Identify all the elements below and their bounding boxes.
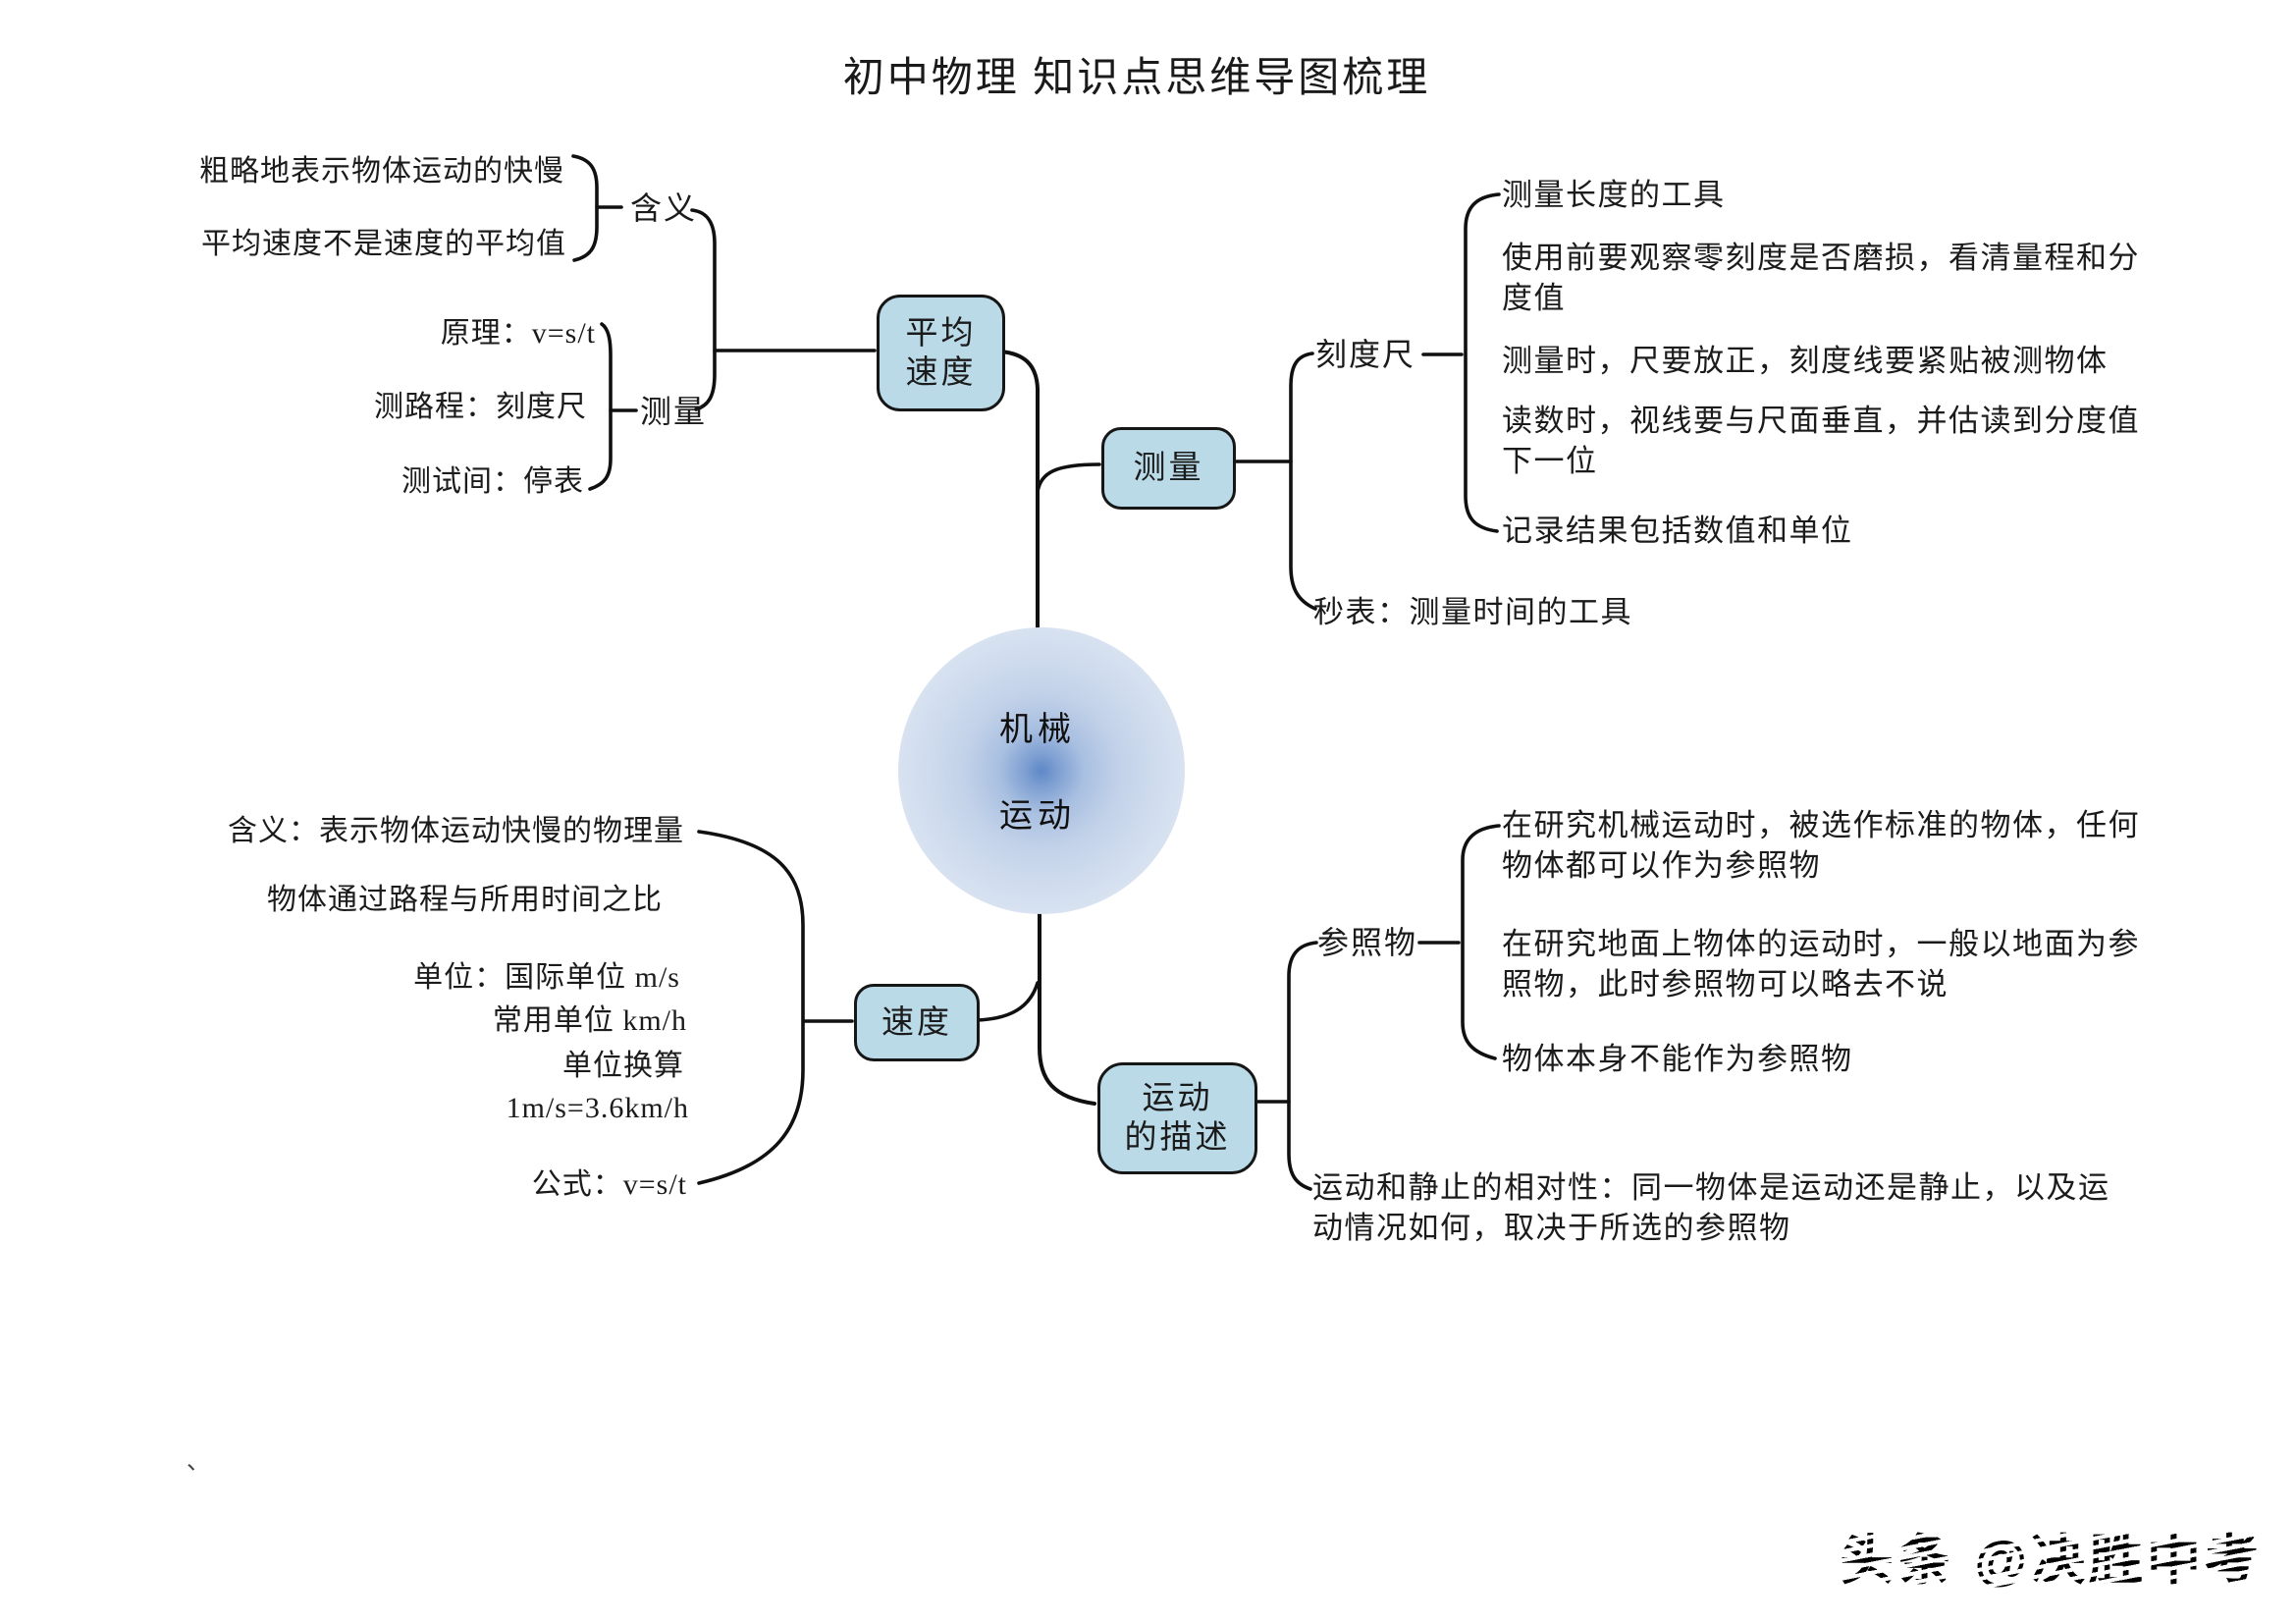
stray-punctuation-mark: 、 xyxy=(187,1449,210,1475)
node-average-speed-line1: 平均 xyxy=(905,315,977,352)
ruler-item-5: 记录结果包括数值和单位 xyxy=(1502,514,1853,548)
speed-item-formula: 公式：v=s/t xyxy=(531,1168,687,1201)
speed-item-conversion-value: 1m/s=3.6km/h xyxy=(506,1092,689,1124)
node-speed[interactable]: 速度 xyxy=(854,984,980,1061)
node-motion-line2: 的描述 xyxy=(1124,1120,1231,1156)
stopwatch-item: 秒表：测量时间的工具 xyxy=(1313,595,1632,629)
reference-object-label: 参照物 xyxy=(1317,925,1418,960)
center-topic-circle xyxy=(898,627,1185,914)
reference-item-1: 在研究机械运动时，被选作标准的物体，任何物体都可以作为参照物 xyxy=(1502,808,2140,883)
avg-speed-meaning-item-1: 粗略地表示物体运动的快慢 xyxy=(199,155,564,188)
ruler-label: 刻度尺 xyxy=(1315,337,1416,372)
ruler-item-1: 测量长度的工具 xyxy=(1502,178,1726,212)
speed-item-unit-si: 单位：国际单位 m/s xyxy=(413,961,680,994)
reference-item-2: 在研究地面上物体的运动时，一般以地面为参照物，此时参照物可以略去不说 xyxy=(1502,927,2140,1001)
node-measurement-label: 测量 xyxy=(1133,451,1204,486)
watermark-toutiao: 头条 @决胜中考 xyxy=(1834,1510,2269,1600)
avg-speed-measure-item-3: 测试间：停表 xyxy=(401,465,584,498)
speed-item-unit-common: 常用单位 km/h xyxy=(492,1004,687,1037)
speed-item-unit-conversion: 单位换算 xyxy=(562,1050,684,1082)
speed-item-meaning: 含义：表示物体运动快慢的物理量 xyxy=(228,815,684,847)
avg-speed-meaning-item-2: 平均速度不是速度的平均值 xyxy=(201,228,566,260)
reference-item-3: 物体本身不能作为参照物 xyxy=(1502,1042,1853,1076)
ruler-item-3: 测量时，尺要放正，刻度线要紧贴被测物体 xyxy=(1502,344,2109,378)
avg-speed-meaning-label: 含义 xyxy=(630,190,698,226)
page-title: 初中物理 知识点思维导图梳理 xyxy=(842,56,1431,101)
ruler-item-2: 使用前要观察零刻度是否磨损，看清量程和分度值 xyxy=(1502,241,2140,315)
center-topic-line2[interactable]: 运动 xyxy=(999,798,1076,835)
node-average-speed-line2: 速度 xyxy=(905,354,977,391)
node-motion-line1: 运动 xyxy=(1142,1081,1213,1116)
node-measurement[interactable]: 测量 xyxy=(1101,427,1236,510)
node-speed-label: 速度 xyxy=(881,1004,952,1041)
avg-speed-measure-item-1: 原理：v=s/t xyxy=(440,317,596,350)
avg-speed-measure-item-2: 测路程：刻度尺 xyxy=(374,391,587,423)
relativity-item: 运动和静止的相对性：同一物体是运动还是静止，以及运动情况如何，取决于所选的参照物 xyxy=(1312,1170,2110,1245)
ruler-item-4: 读数时，视线要与尺面垂直，并估读到分度值下一位 xyxy=(1502,404,2140,478)
center-topic-line1[interactable]: 机械 xyxy=(999,712,1076,748)
node-average-speed[interactable]: 平均 速度 xyxy=(877,295,1005,411)
avg-speed-measure-label: 测量 xyxy=(640,394,708,429)
node-motion-description[interactable]: 运动 的描述 xyxy=(1097,1062,1257,1174)
speed-item-ratio: 物体通过路程与所用时间之比 xyxy=(267,884,663,916)
